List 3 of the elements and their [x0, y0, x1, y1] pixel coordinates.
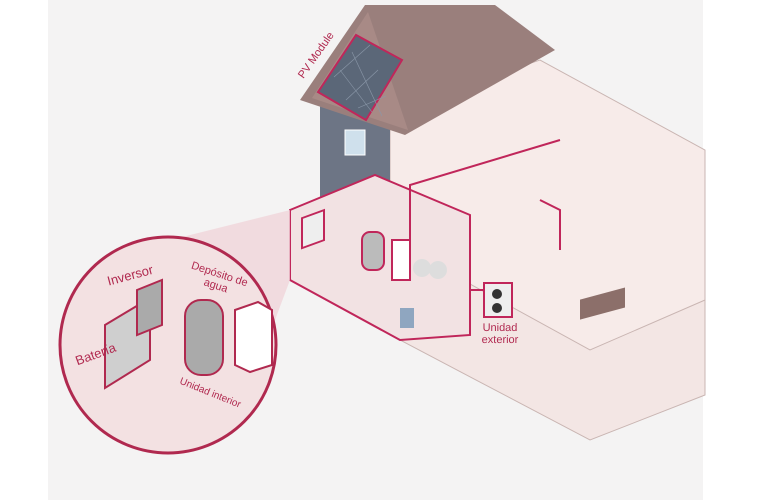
device-label: Batería — [74, 342, 118, 368]
device-label: Unidad exterior — [480, 322, 520, 346]
device-label: Inversor — [106, 264, 154, 288]
